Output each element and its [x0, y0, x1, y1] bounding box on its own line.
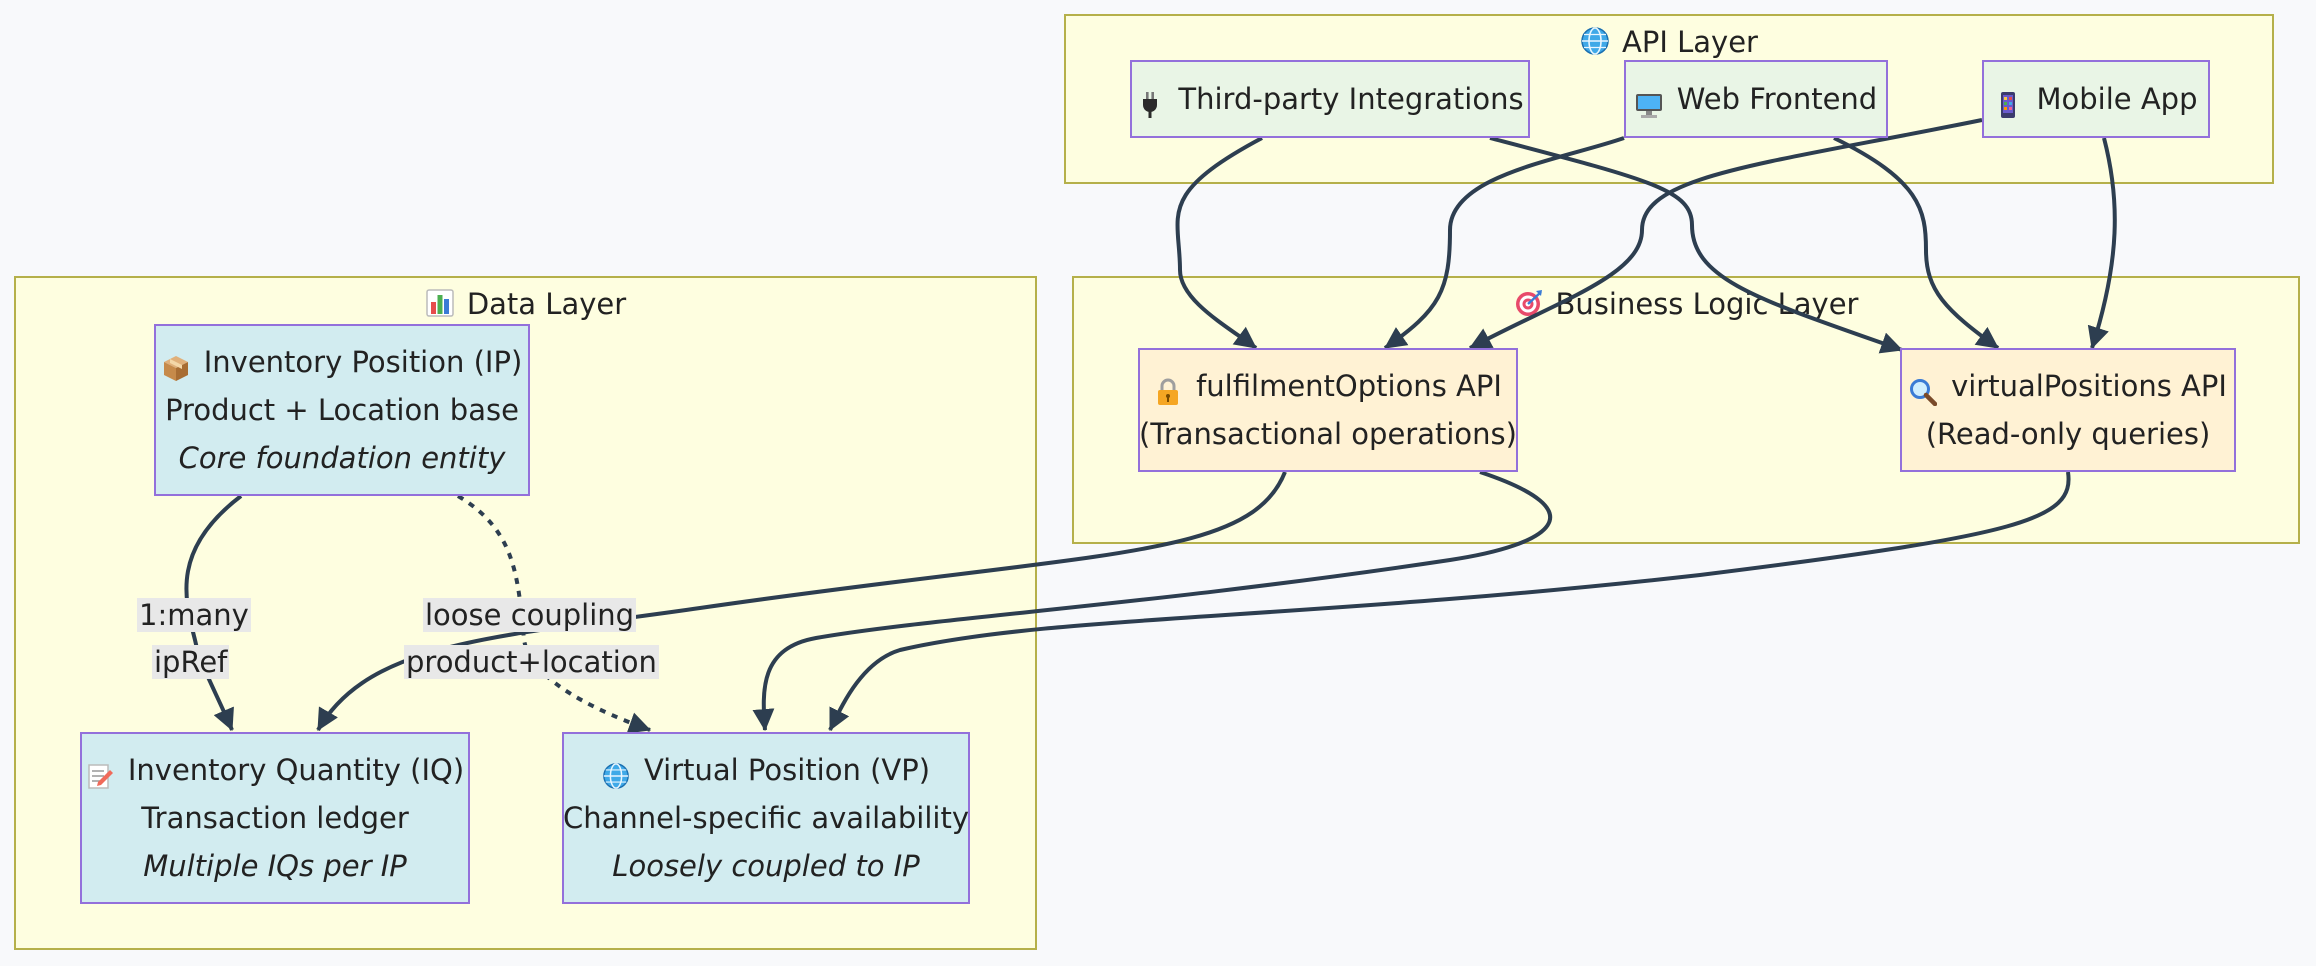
web-frontend-node[interactable]: Web Frontend	[1624, 60, 1888, 138]
web-frontend-label: Web Frontend	[1676, 82, 1878, 116]
target-icon	[1514, 288, 1544, 326]
third-party-integrations-node[interactable]: Third-party Integrations	[1130, 60, 1530, 138]
edge-label-one-to-many: 1:many	[137, 598, 251, 632]
inventory-position-label: Inventory Position (IP)	[203, 345, 523, 379]
api-layer-title-text: API Layer	[1622, 25, 1758, 59]
virtual-positions-api-sublabel: (Read-only queries)	[1925, 417, 2211, 451]
magnifier-icon	[1909, 372, 1938, 407]
fulfilment-options-api-sublabel: (Transactional operations)	[1139, 417, 1517, 451]
virtual-position-line3: Loosely coupled to IP	[612, 849, 920, 883]
virtual-position-label: Virtual Position (VP)	[643, 753, 931, 787]
api-layer-title: API Layer	[1066, 24, 2272, 64]
mobile-phone-icon	[1994, 85, 2022, 118]
edge-label-product-location: product+location	[404, 645, 659, 679]
inventory-position-node[interactable]: Inventory Position (IP) Product + Locati…	[154, 324, 530, 496]
virtual-position-node[interactable]: Virtual Position (VP) Channel-specific a…	[562, 732, 970, 904]
plug-icon	[1136, 85, 1164, 118]
globe-icon	[1580, 26, 1610, 64]
fulfilment-options-api-node[interactable]: fulfilmentOptions API (Transactional ope…	[1138, 348, 1518, 472]
inventory-quantity-node[interactable]: Inventory Quantity (IQ) Transaction ledg…	[80, 732, 470, 904]
virtual-positions-api-node[interactable]: virtualPositions API (Read-only queries)	[1900, 348, 2236, 472]
inventory-quantity-line2: Transaction ledger	[141, 801, 409, 835]
data-layer-title-text: Data Layer	[466, 287, 627, 321]
desktop-computer-icon	[1635, 85, 1663, 118]
inventory-position-line2: Product + Location base	[165, 393, 519, 427]
edge-label-loose-coupling: loose coupling	[423, 598, 637, 632]
globe-icon	[602, 756, 630, 789]
package-icon	[162, 348, 190, 381]
mobile-app-node[interactable]: Mobile App	[1982, 60, 2210, 138]
fulfilment-options-api-label: fulfilmentOptions API	[1196, 369, 1502, 403]
virtual-positions-api-label: virtualPositions API	[1951, 369, 2227, 403]
inventory-quantity-label: Inventory Quantity (IQ)	[127, 753, 465, 787]
inventory-position-line3: Core foundation entity	[178, 441, 506, 475]
lock-icon	[1154, 372, 1182, 405]
business-logic-layer-title: Business Logic Layer	[1074, 286, 2298, 326]
mobile-app-label: Mobile App	[2036, 82, 2198, 116]
third-party-integrations-label: Third-party Integrations	[1178, 82, 1524, 116]
edge-label-ipref: ipRef	[152, 645, 230, 679]
business-logic-layer-title-text: Business Logic Layer	[1555, 287, 1859, 321]
bar-chart-icon	[425, 288, 455, 326]
inventory-quantity-line3: Multiple IQs per IP	[143, 849, 407, 883]
data-layer-title: Data Layer	[16, 286, 1035, 326]
virtual-position-line2: Channel-specific availability	[563, 801, 970, 835]
memo-icon	[86, 756, 114, 789]
